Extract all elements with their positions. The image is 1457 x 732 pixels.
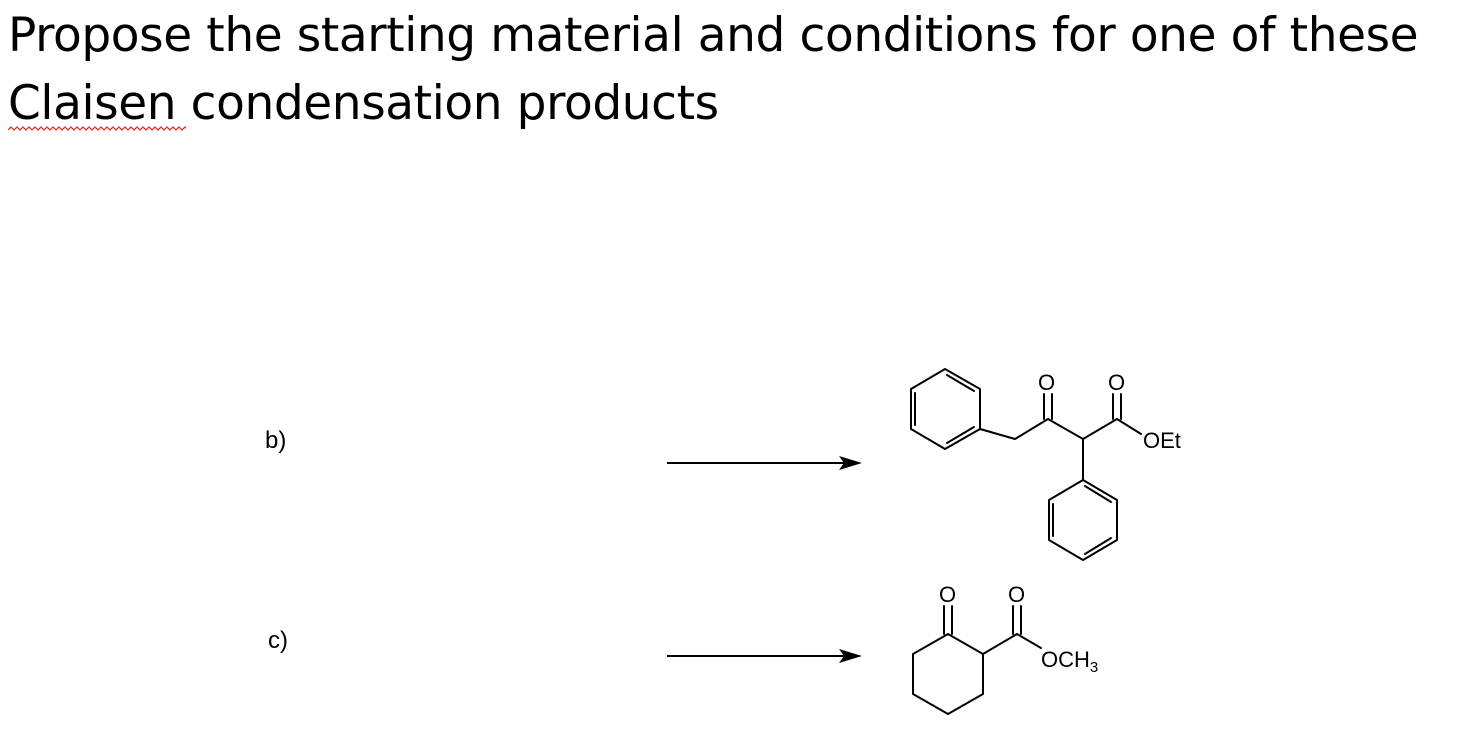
- page-title: Propose the starting material and condit…: [8, 2, 1448, 138]
- ketone-oxygen-b: O: [1038, 370, 1055, 395]
- ester-oxygen-c: O: [1008, 582, 1025, 607]
- methoxy-subscript: 3: [1090, 659, 1098, 676]
- product-b-structure: [910, 368, 1142, 561]
- reaction-arrow-c: [667, 649, 862, 663]
- ketone-oxygen-c: O: [939, 582, 956, 607]
- title-line-1: Propose the starting material and condit…: [8, 8, 1419, 63]
- problem-b-label: b): [265, 427, 287, 454]
- title-line-2: Claisen condensation products: [8, 76, 719, 131]
- ester-oxygen-b: O: [1108, 370, 1125, 395]
- ethoxy-group-b: OEt: [1143, 428, 1181, 453]
- problem-c-label: c): [268, 627, 288, 654]
- reaction-arrow-b: [667, 456, 862, 470]
- cyclohexane-ring: [912, 633, 984, 715]
- phenyl-ring-2: [1048, 479, 1118, 561]
- spellcheck-underline: [8, 126, 186, 131]
- phenyl-ring-1: [910, 368, 981, 450]
- methoxy-group-c: OCH3: [1041, 647, 1098, 676]
- methoxy-label: OCH: [1041, 647, 1090, 672]
- product-c-structure: [912, 605, 1042, 715]
